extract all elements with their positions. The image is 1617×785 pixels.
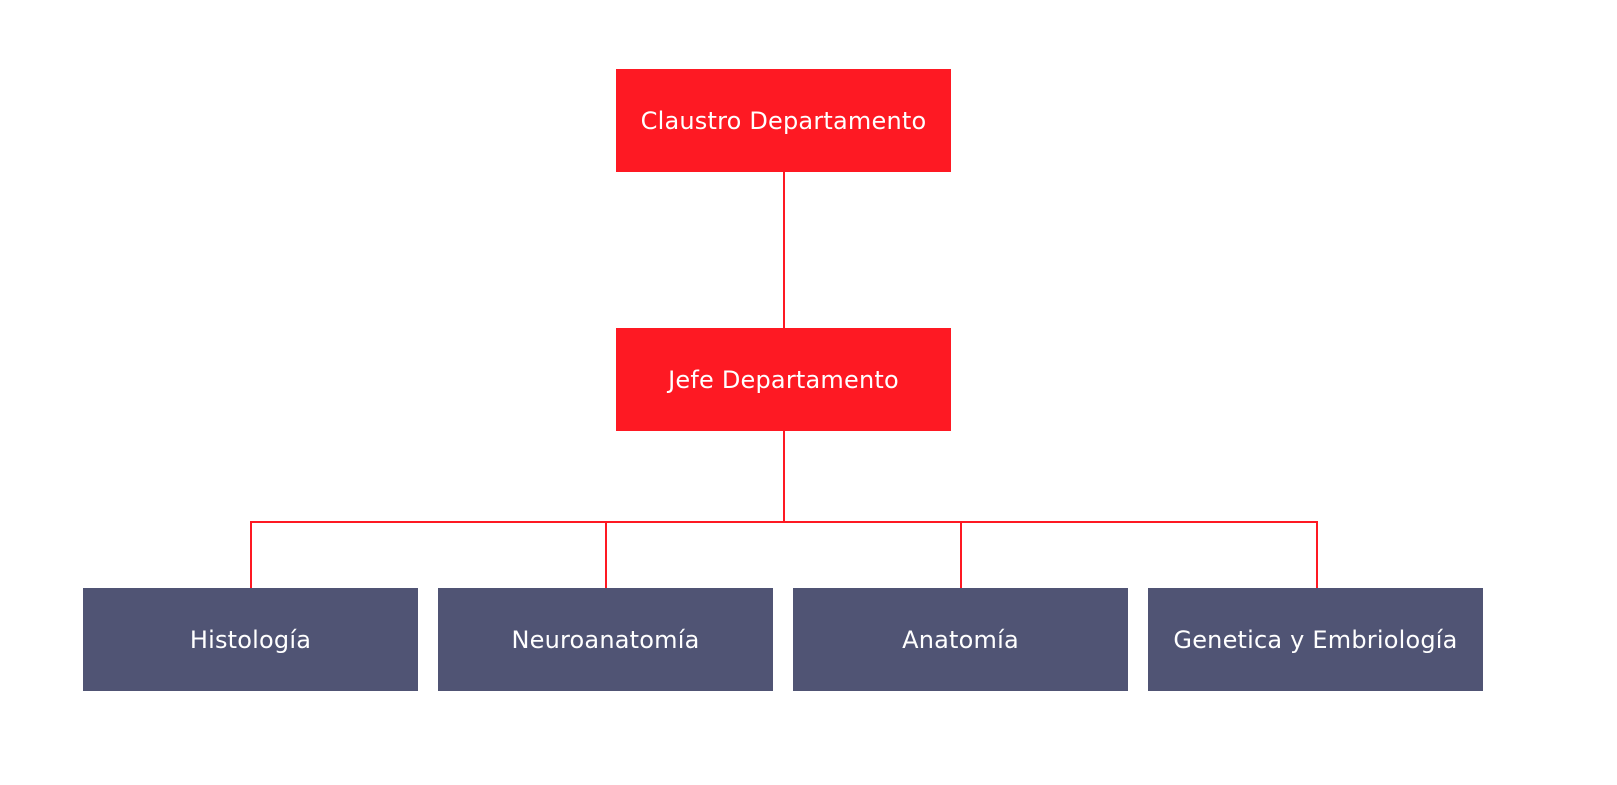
node-label: Neuroanatomía [511,625,700,654]
node-neuroanatomia: Neuroanatomía [438,588,773,691]
node-claustro-departamento: Claustro Departamento [616,69,951,172]
node-label: Claustro Departamento [640,106,927,135]
node-genetica-y-embriologia: Genetica y Embriología [1148,588,1483,691]
node-histologia: Histología [83,588,418,691]
node-label: Histología [189,625,312,654]
node-anatomia: Anatomía [793,588,1128,691]
node-label: Jefe Departamento [668,365,899,394]
node-label: Genetica y Embriología [1173,625,1458,654]
node-label: Anatomía [902,625,1019,654]
node-jefe-departamento: Jefe Departamento [616,328,951,431]
